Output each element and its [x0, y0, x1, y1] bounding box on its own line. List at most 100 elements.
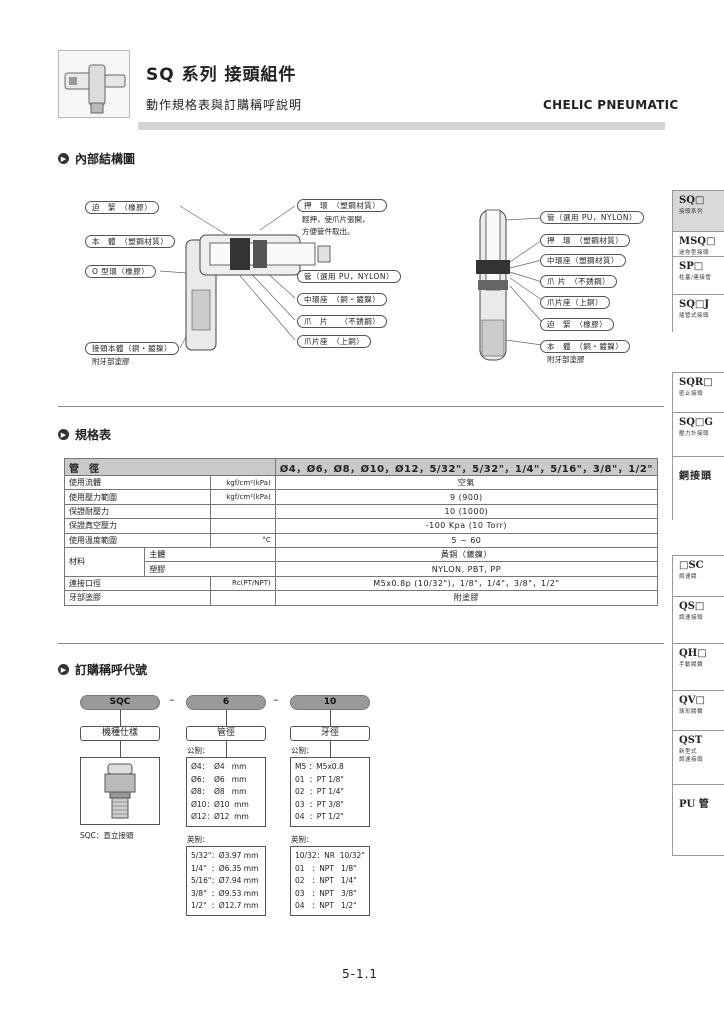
spec-header-value: Ø4，Ø6，Ø8，Ø10，Ø12，5/32"，5/32"，1/4"，5/16"，…	[274, 458, 659, 476]
sidebar-item-title: SQ□G	[679, 417, 713, 428]
thread-metric-heading: 公制：	[291, 746, 314, 755]
spec-header-label: 管 徑	[64, 458, 276, 476]
spec-table: 管 徑 Ø4，Ø6，Ø8，Ø10，Ø12，5/32"，5/32"，1/4"，5/…	[63, 458, 659, 606]
tube-imperial-list: 5/32"：Ø3.97 mm 1/4" ：Ø6.35 mm 5/16"：Ø7.9…	[186, 846, 266, 916]
sidebar-item-title: QH□	[679, 648, 707, 659]
tube-metric-list: Ø4： Ø4 mm Ø6： Ø6 mm Ø8： Ø8 mm Ø10：Ø10 mm…	[186, 757, 266, 827]
spec-label: 使用壓力範圍	[64, 489, 211, 505]
sidebar-item-subtitle: 柱塞/連接管	[679, 275, 712, 281]
header-bar	[138, 122, 665, 130]
straight-fitting-icon	[104, 763, 136, 819]
table-row: 保證耐壓力 10 (1000)	[64, 503, 659, 520]
label-r-body: 本 體 （銅・鍍鎳）	[540, 340, 631, 353]
spec-label: 牙部塗膠	[64, 590, 211, 606]
sidebar-item-sqj[interactable]: SQ□J 插管式接頭	[672, 294, 724, 332]
label-middle-seat: 中環座 （銅・鍍鎳）	[297, 293, 388, 306]
sidebar-item-title: PU 管	[679, 799, 709, 810]
section-spec-title: 規格表	[75, 428, 112, 442]
sidebar-item-pu[interactable]: PU 管	[672, 784, 724, 856]
arrow-circle-icon: ▶	[58, 664, 69, 675]
product-caption: SQC：直立接頭	[80, 831, 134, 840]
table-row: 塑膠 NYLON, PBT, PP	[65, 561, 659, 577]
spec-value: 10 (1000)	[274, 503, 659, 520]
sidebar-item-subtitle: 新型式 調速接頭	[679, 749, 704, 763]
sidebar-item-sq[interactable]: SQ□ 接頭系列	[672, 190, 724, 231]
spec-value: 空氣	[274, 474, 659, 491]
sidebar-item-qv[interactable]: QV□ 球形閥類	[672, 690, 724, 730]
divider-2	[58, 643, 664, 644]
sidebar-item-subtitle: 調速閥	[679, 574, 698, 580]
page-number: 5-1.1	[342, 967, 379, 981]
sidebar-item-sqg[interactable]: SQ□G 壓力計接頭	[672, 412, 724, 456]
order-box-model: 機種仕樣	[80, 726, 160, 741]
spec-value: -100 Kpa (10 Torr)	[274, 518, 659, 534]
label-seal: 迫 緊 （橡膠）	[85, 201, 160, 214]
spec-label: 使用流體	[64, 474, 211, 491]
product-image-box	[80, 757, 160, 825]
table-row: 牙部塗膠 附塗膠	[64, 590, 659, 606]
table-row: 使用溫度範圍 °C 5 ~ 60	[64, 532, 659, 548]
tube-metric-heading: 公制：	[187, 746, 210, 755]
spec-material-label: 材料	[63, 546, 146, 577]
note-release-2: 方便管件取出。	[302, 227, 355, 236]
spec-unit: kgf/cm²(kPa)	[209, 489, 276, 505]
table-row: 連接口徑 Rc(PT/NPT) M5x0.8p (10/32")，1/8"，1/…	[64, 575, 659, 592]
sidebar-item-sqr[interactable]: SQR□ 密止接頭	[672, 372, 724, 412]
sidebar-item-qst[interactable]: QST 新型式 調速接頭	[672, 730, 724, 784]
spec-unit: °C	[209, 532, 276, 548]
sidebar-item-msq[interactable]: MSQ□ 迷你型接頭	[672, 231, 724, 256]
section-structure-heading: ▶ 內部結構圖	[58, 150, 135, 167]
label-fitting-body: 接頭本體（銅・鍍鎳）	[85, 342, 179, 355]
spec-value: 9 (900)	[274, 489, 659, 505]
sidebar-item-subtitle: 接頭系列	[679, 209, 704, 215]
brand-name: CHELIC PNEUMATIC	[543, 98, 679, 112]
sidebar-item-qh[interactable]: QH□ 手動閥類	[672, 643, 724, 690]
sidebar-item-brass[interactable]: 銅接頭	[672, 456, 724, 520]
spec-value: 黃銅（鍍鎳）	[274, 546, 659, 563]
note-r-thread-sealant: 附牙部塗膠	[547, 355, 585, 364]
order-dash: –	[169, 693, 175, 706]
thread-metric-list: M5 ：M5x0.8 01 ：PT 1/8" 02 ：PT 1/4" 03 ：P…	[290, 757, 370, 827]
label-r-claw: 爪 片 （不銹鋼）	[540, 275, 618, 288]
spec-value: 附塗膠	[274, 590, 659, 606]
order-code-thread: 10	[290, 695, 370, 710]
tube-imperial-heading: 英制：	[187, 835, 210, 844]
diagram-right-lines	[476, 209, 543, 361]
spec-material-sub: 塑膠	[144, 561, 276, 577]
sidebar-item-subtitle: 調速接頭	[679, 615, 704, 621]
section-spec-heading: ▶ 規格表	[58, 426, 111, 443]
sidebar-item-sp[interactable]: SP□ 柱塞/連接管	[672, 256, 724, 294]
sidebar-item-subtitle: 迷你型接頭	[679, 250, 710, 256]
label-r-claw-seat: 爪片座（上銅）	[540, 296, 610, 309]
sidebar-item-title: SQR□	[679, 377, 713, 388]
label-tube: 管（選用 PU，NYLON）	[297, 270, 402, 283]
table-row: 保證真空壓力 -100 Kpa (10 Torr)	[64, 518, 659, 534]
spec-label: 保證真空壓力	[64, 518, 211, 534]
page-subtitle: 動作規格表與訂購稱呼說明	[146, 98, 303, 112]
label-r-release-ring: 押 環 （塑鋼材質）	[540, 234, 631, 247]
spec-unit: kgf/cm²(kPa)	[209, 474, 276, 491]
order-box-tube: 管徑	[186, 726, 266, 741]
connector-line	[330, 741, 331, 757]
connector-line	[120, 710, 121, 726]
sidebar-item-subtitle: 密止接頭	[679, 391, 704, 397]
divider-1	[58, 406, 664, 407]
sidebar-item-title: SQ□	[679, 195, 705, 206]
arrow-circle-icon: ▶	[58, 429, 69, 440]
connector-line	[226, 741, 227, 757]
label-claw: 爪 片 （不銹鋼）	[297, 315, 388, 328]
spec-material-sub: 主體	[144, 546, 276, 563]
sidebar-item-sc[interactable]: □SC 調速閥	[672, 555, 724, 596]
sidebar-item-title: SQ□J	[679, 299, 710, 310]
spec-header-row: 管 徑 Ø4，Ø6，Ø8，Ø10，Ø12，5/32"，5/32"，1/4"，5/…	[64, 458, 659, 476]
sidebar-item-subtitle: 壓力計接頭	[679, 431, 710, 437]
sidebar-item-qs[interactable]: QS□ 調速接頭	[672, 596, 724, 643]
spec-label: 使用溫度範圍	[64, 532, 211, 548]
spec-unit	[209, 590, 276, 606]
label-r-middle-seat: 中環座（塑鋼材質）	[540, 254, 626, 267]
spec-label: 連接口徑	[64, 575, 211, 592]
label-release-ring: 押 環 （塑鋼材質）	[297, 199, 388, 212]
sidebar-item-title: 銅接頭	[679, 471, 712, 482]
sidebar-item-subtitle: 手動閥類	[679, 662, 704, 668]
sidebar-item-subtitle: 球形閥類	[679, 709, 704, 715]
